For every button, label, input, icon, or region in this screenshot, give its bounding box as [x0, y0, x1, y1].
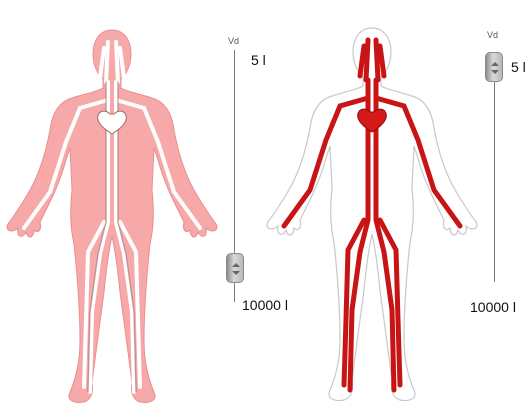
body-figure-right — [260, 20, 485, 410]
body-silhouette — [267, 28, 477, 401]
slider-thumb[interactable] — [226, 253, 244, 283]
vd-slider-right[interactable]: Vd 5 l 10000 l — [470, 0, 527, 410]
slider-track[interactable] — [494, 52, 495, 282]
body-silhouette — [7, 30, 217, 403]
up-down-arrow-icon — [490, 61, 500, 75]
body-figure-left — [0, 22, 225, 410]
slider-label: Vd — [487, 30, 498, 40]
slider-thumb[interactable] — [485, 52, 503, 82]
slider-max-value: 5 l — [511, 59, 526, 75]
slider-label: Vd — [228, 36, 239, 46]
up-down-arrow-icon — [231, 262, 241, 276]
slider-min-value: 10000 l — [470, 299, 516, 315]
